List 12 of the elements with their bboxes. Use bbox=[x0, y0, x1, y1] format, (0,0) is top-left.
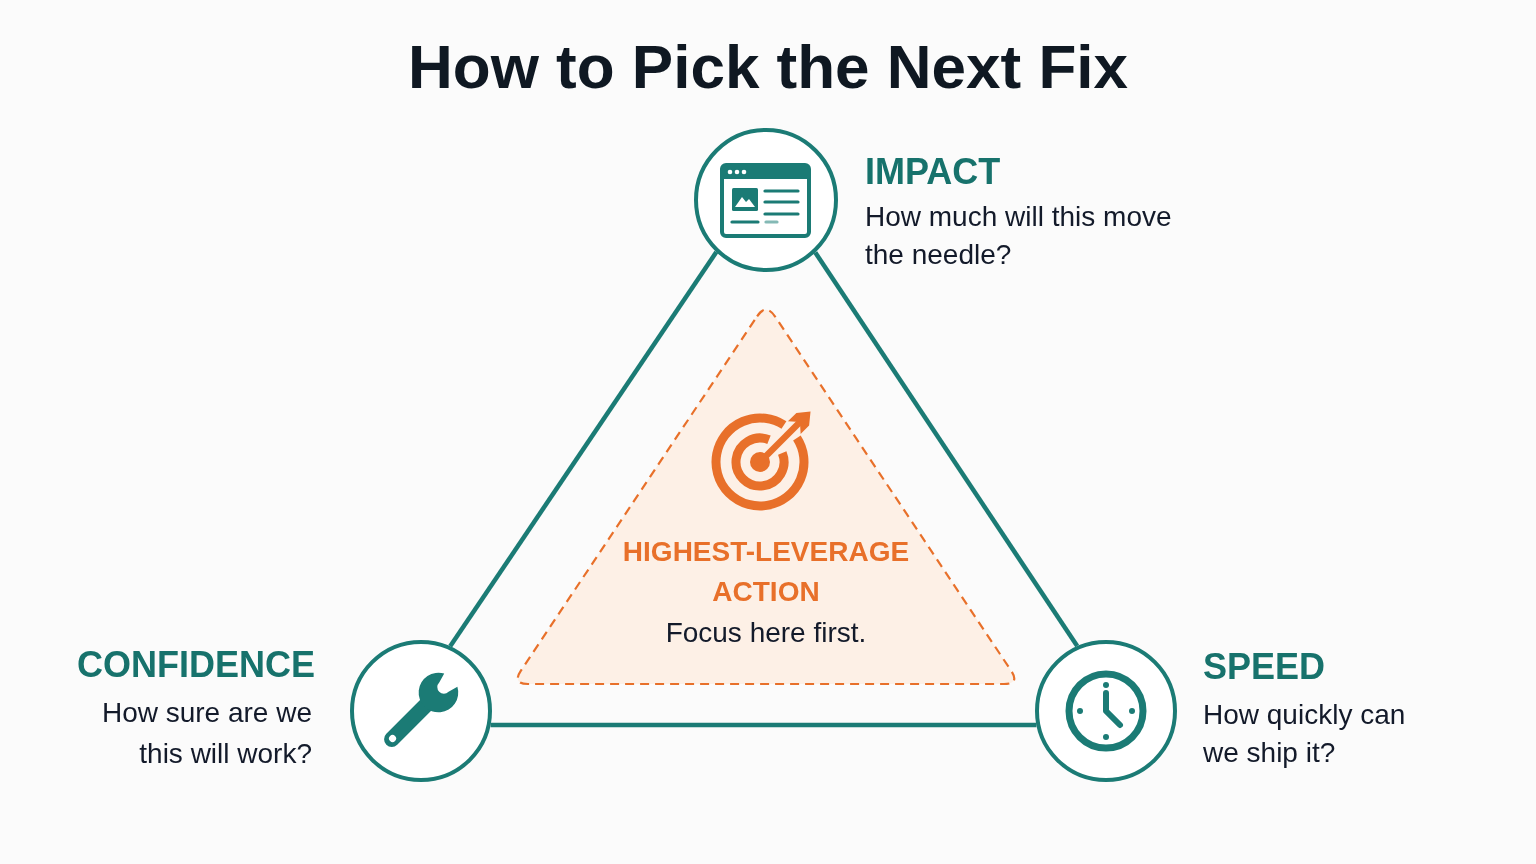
focus-heading: HIGHEST-LEVERAGE ACTION bbox=[622, 535, 910, 609]
connector-line bbox=[448, 250, 719, 648]
category-heading: IMPACT bbox=[865, 151, 1001, 193]
connector-line bbox=[490, 722, 1037, 728]
focus-note: Focus here first. bbox=[665, 616, 867, 650]
category-heading: CONFIDENCE bbox=[77, 644, 315, 686]
title: How to Pick the Next Fix bbox=[408, 31, 1128, 103]
category-heading: SPEED bbox=[1203, 646, 1326, 688]
connector-line bbox=[813, 251, 1080, 648]
category-question: How sure are we this will work? bbox=[100, 696, 312, 771]
category-question: How much will this move the needle? bbox=[865, 200, 1173, 272]
category-question: How quickly can we ship it? bbox=[1203, 698, 1407, 770]
